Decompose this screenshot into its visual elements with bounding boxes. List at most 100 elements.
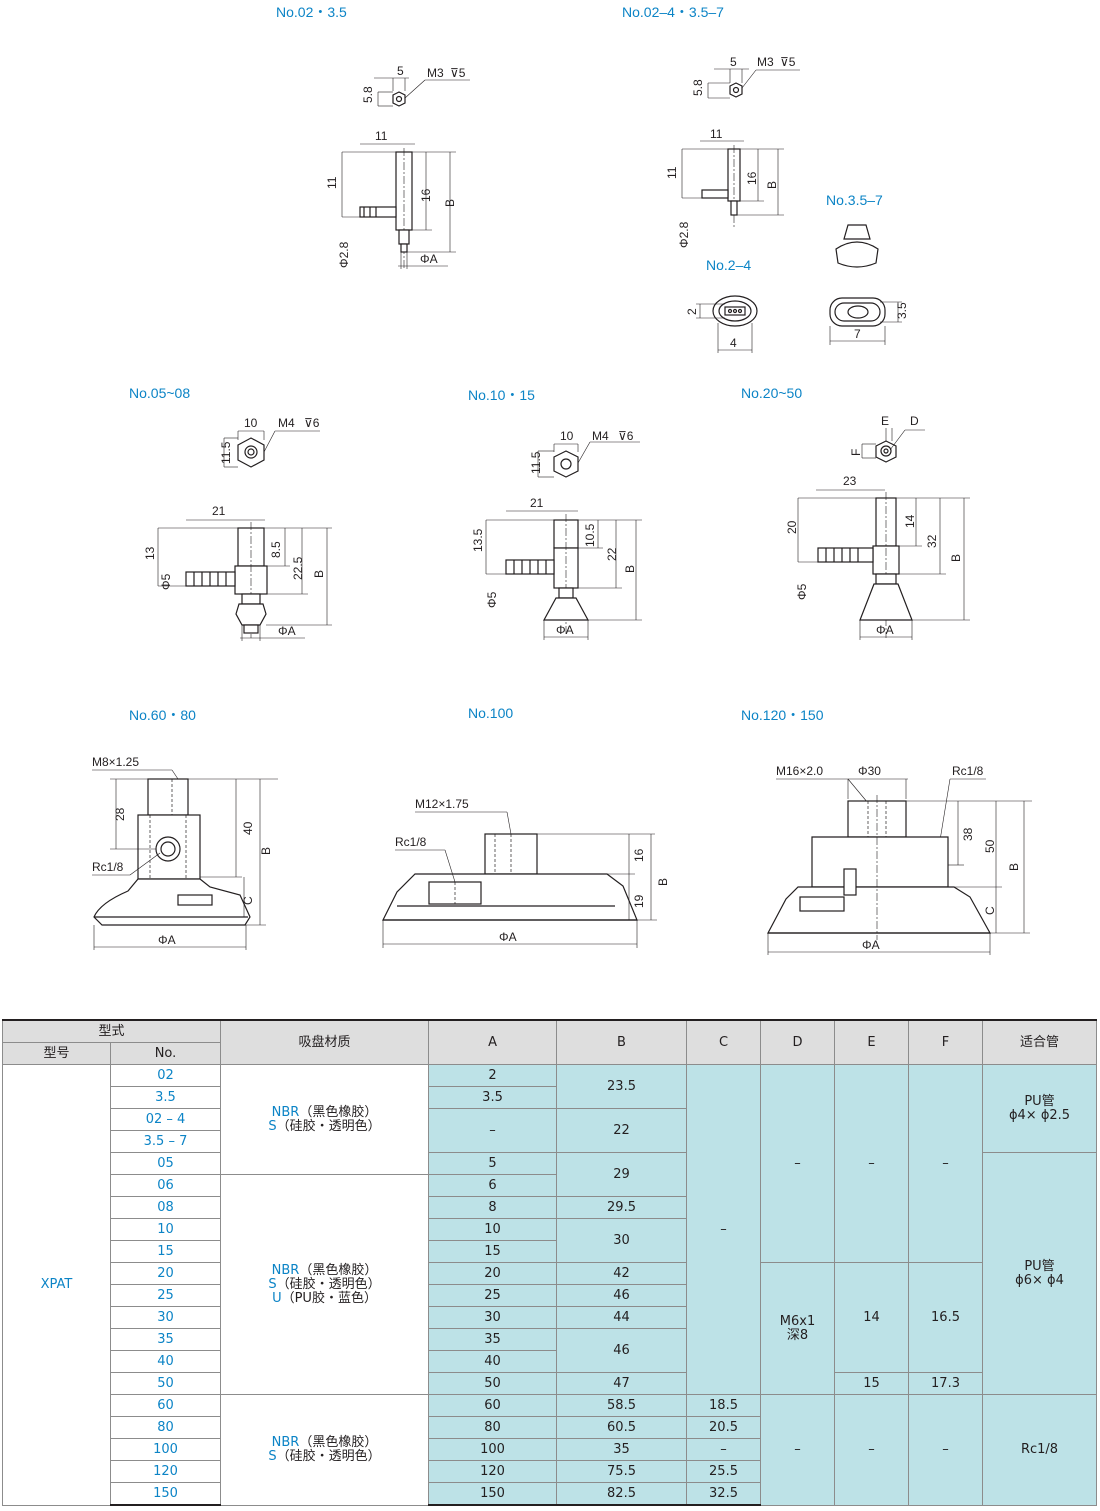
a-cell: 50 <box>428 1372 558 1395</box>
c-cell: 32.5 <box>686 1482 762 1506</box>
svg-text:C: C <box>983 906 997 915</box>
table-row: 50 50 47 15 17.3 <box>3 1372 1097 1395</box>
e-cell: 15 <box>834 1372 910 1395</box>
svg-text:M4: M4 <box>278 416 295 430</box>
b-cell: 60.5 <box>556 1416 688 1439</box>
no-cell: 08 <box>109 1196 222 1219</box>
svg-text:20: 20 <box>785 520 799 534</box>
svg-text:16: 16 <box>632 848 646 862</box>
d-cell: – <box>760 1394 836 1506</box>
header-e: E <box>834 1019 910 1065</box>
svg-text:7: 7 <box>854 327 861 341</box>
no-cell: 3.5 <box>109 1086 222 1109</box>
a-cell: 6 <box>428 1174 558 1197</box>
no-cell: 50 <box>109 1372 222 1395</box>
no-cell: 05 <box>109 1152 222 1175</box>
a-cell: 25 <box>428 1284 558 1307</box>
header-no: No. <box>109 1042 222 1065</box>
svg-text:ΦA: ΦA <box>158 933 176 947</box>
table-row: 35 35 46 <box>3 1328 1097 1373</box>
drawing-title-no60-80: No.60・80 <box>129 707 196 723</box>
svg-text:28: 28 <box>113 807 127 821</box>
header-c: C <box>686 1019 762 1065</box>
no-cell: 02 – 4 <box>109 1108 222 1131</box>
a-cell: 8 <box>428 1196 558 1219</box>
table-row: 02 – 4 – 22 <box>3 1108 1097 1153</box>
svg-text:3.5: 3.5 <box>895 302 909 319</box>
e-cell: 14 <box>834 1262 910 1373</box>
b-cell: 29.5 <box>556 1196 688 1219</box>
header-a: A <box>428 1019 558 1065</box>
svg-text:ΦA: ΦA <box>556 623 574 637</box>
no-cell: 40 <box>109 1350 222 1373</box>
a-cell: 40 <box>428 1350 558 1373</box>
a-cell: 10 <box>428 1218 558 1241</box>
material-cell: NBR（黑色橡胶） S（硅胶・透明色） U（PU胶・蓝色） <box>220 1174 430 1395</box>
no-cell: 35 <box>109 1328 222 1351</box>
f-cell: 16.5 <box>908 1262 984 1373</box>
b-cell: 23.5 <box>556 1064 688 1109</box>
material-cell: NBR（黑色橡胶） S（硅胶・透明色） <box>220 1064 430 1175</box>
material-cell: NBR（黑色橡胶） S（硅胶・透明色） <box>220 1394 430 1506</box>
table-row: 100 100 35 – <box>3 1438 1097 1461</box>
header-tube: 适合管 <box>982 1019 1098 1065</box>
b-cell: 47 <box>556 1372 688 1395</box>
svg-text:M8×1.25: M8×1.25 <box>92 755 139 769</box>
c-cell: – <box>686 1438 762 1461</box>
b-cell: 82.5 <box>556 1482 688 1506</box>
svg-text:16: 16 <box>745 171 759 185</box>
drawing-no60-80: M8×1.25 28 Rc1/8 40 B C ΦA <box>92 755 278 950</box>
drawing-title-no3.5-7: No.3.5–7 <box>826 192 883 208</box>
c-cell: 18.5 <box>686 1394 762 1417</box>
svg-text:ΦA: ΦA <box>278 624 296 638</box>
svg-text:ΦA: ΦA <box>862 938 880 952</box>
a-cell: 150 <box>428 1482 558 1506</box>
svg-text:2: 2 <box>685 308 699 315</box>
drawing-no2-4: 2 4 <box>685 295 758 353</box>
drawing-title-no02-3.5: No.02・3.5 <box>276 4 347 20</box>
no-cell: 120 <box>109 1460 222 1483</box>
d-cell: – <box>760 1064 836 1263</box>
b-cell: 46 <box>556 1284 688 1307</box>
svg-text:13.5: 13.5 <box>471 528 485 552</box>
drawing-no10-15: 10 M4 ⊽6 11.5 21 13.5 Φ5 10.5 22 B ΦA <box>471 429 642 640</box>
drawing-no02-3.5: 5 M3 ⊽5 5.8 11 11 16 B Φ2.8 ΦA <box>325 64 470 270</box>
svg-text:⊽6: ⊽6 <box>304 416 320 430</box>
svg-text:Rc1/8: Rc1/8 <box>395 835 427 849</box>
svg-text:B: B <box>656 878 670 886</box>
drawing-title-no20-50: No.20~50 <box>741 385 803 401</box>
svg-text:M16×2.0: M16×2.0 <box>776 764 823 778</box>
a-cell: 3.5 <box>428 1086 558 1109</box>
b-cell: 75.5 <box>556 1460 688 1483</box>
drawing-no100: M12×1.75 Rc1/8 16 B 19 ΦA <box>382 797 670 948</box>
svg-text:ΦA: ΦA <box>420 252 438 266</box>
svg-text:D: D <box>910 414 919 428</box>
svg-text:⊽6: ⊽6 <box>618 429 634 443</box>
header-model: 型号 <box>2 1042 111 1065</box>
a-cell: 35 <box>428 1328 558 1351</box>
svg-text:32: 32 <box>925 534 939 548</box>
table-row: 3.5 – 7 <box>3 1130 1097 1153</box>
drawing-title-no2-4: No.2–4 <box>706 257 752 273</box>
svg-text:11.5: 11.5 <box>219 441 233 464</box>
svg-text:M12×1.75: M12×1.75 <box>415 797 469 811</box>
table-row: 120 120 75.5 25.5 <box>3 1460 1097 1483</box>
svg-text:11: 11 <box>665 166 679 179</box>
header-b: B <box>556 1019 688 1065</box>
b-cell: 44 <box>556 1306 688 1329</box>
svg-text:ΦA: ΦA <box>876 623 894 637</box>
svg-text:21: 21 <box>530 496 544 510</box>
svg-text:10: 10 <box>560 429 574 443</box>
table-row: 80 80 60.5 20.5 <box>3 1416 1097 1439</box>
drawing-no120-150: M16×2.0 Φ30 Rc1/8 38 50 B C ΦA <box>767 764 1032 955</box>
svg-text:11: 11 <box>710 127 723 141</box>
svg-text:11.5: 11.5 <box>529 451 543 474</box>
no-cell: 3.5 – 7 <box>109 1130 222 1153</box>
a-cell: 120 <box>428 1460 558 1483</box>
svg-text:14: 14 <box>903 514 917 528</box>
table-row: 10 10 30 <box>3 1218 1097 1263</box>
drawing-no02-4-3.5-7: 5 M3 ⊽5 5.8 11 11 16 B Φ2.8 <box>665 55 800 248</box>
no-cell: 20 <box>109 1262 222 1285</box>
